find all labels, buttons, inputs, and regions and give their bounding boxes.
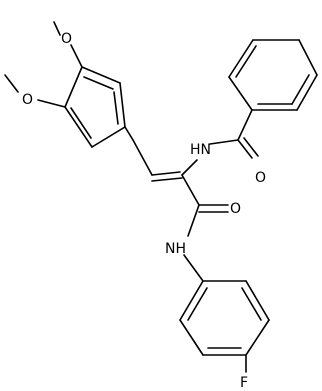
atom-labels: O O HN O O NH F bbox=[22, 31, 266, 391]
atom-nh-anilide: NH bbox=[165, 241, 186, 257]
atom-o-methoxy-side: O bbox=[22, 92, 33, 108]
atom-fluorine: F bbox=[240, 375, 248, 391]
bond-lines bbox=[4, 21, 318, 373]
atom-o-carbonyl: O bbox=[230, 201, 241, 217]
atom-nh-amide: HN bbox=[190, 142, 211, 158]
atom-o-benzoyl: O bbox=[255, 170, 266, 186]
atom-o-methoxy-top: O bbox=[61, 31, 72, 47]
